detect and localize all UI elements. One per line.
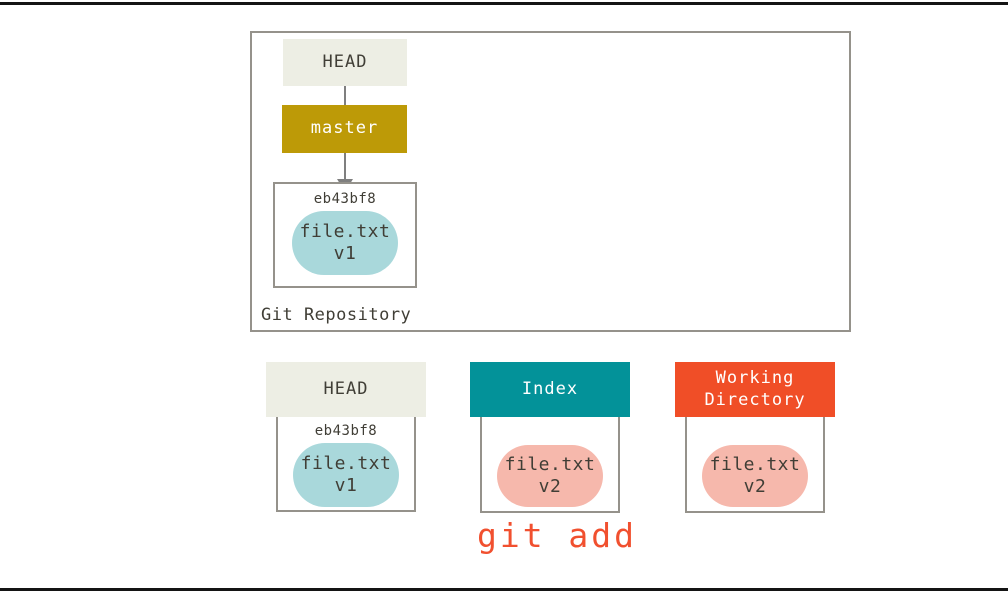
- file-version: v1: [334, 475, 358, 496]
- head-to-master-connector: [344, 86, 346, 107]
- master-branch-label: master: [310, 118, 379, 139]
- working-directory-file-box: file.txt v2: [685, 410, 825, 513]
- file-name: file.txt: [300, 453, 392, 475]
- index-file-box: file.txt v2: [480, 410, 620, 513]
- git-add-command-label: git add: [476, 516, 638, 555]
- index-file-blob-v2: file.txt v2: [497, 445, 603, 507]
- file-name: file.txt: [504, 454, 596, 476]
- master-branch-box: master: [282, 105, 407, 153]
- head-file-box: eb43bf8 file.txt v1: [276, 410, 416, 512]
- commit-box: eb43bf8 file.txt v1: [273, 182, 417, 288]
- head-ref-label: HEAD: [322, 51, 368, 72]
- head-area-header: HEAD: [266, 362, 426, 417]
- file-version: v2: [743, 476, 767, 497]
- file-version: v2: [538, 476, 562, 497]
- working-directory-area-header: Working Directory: [675, 362, 835, 417]
- bottom-border-rule: [0, 588, 1008, 591]
- file-version: v1: [333, 243, 357, 264]
- head-area-title: HEAD: [323, 378, 369, 399]
- file-name: file.txt: [299, 221, 391, 243]
- git-repository-label: Git Repository: [261, 305, 412, 325]
- working-directory-title-line1: Working: [715, 368, 795, 389]
- top-border-rule: [0, 2, 1008, 5]
- commit-hash: eb43bf8: [313, 191, 377, 207]
- index-area-title: Index: [521, 378, 579, 399]
- working-directory-file-blob-v2: file.txt v2: [702, 445, 808, 507]
- git-repository-container: HEAD master eb43bf8 file.txt v1 Git Repo…: [250, 31, 851, 332]
- head-commit-hash: eb43bf8: [314, 423, 378, 439]
- head-ref-box: HEAD: [283, 39, 407, 86]
- working-directory-area-title: Working Directory: [704, 368, 805, 411]
- working-directory-title-line2: Directory: [704, 389, 806, 410]
- head-file-blob-v1: file.txt v1: [293, 443, 399, 507]
- index-area-header: Index: [470, 362, 630, 417]
- file-name: file.txt: [709, 454, 801, 476]
- master-to-commit-connector: [344, 153, 346, 181]
- file-blob-v1: file.txt v1: [292, 211, 398, 275]
